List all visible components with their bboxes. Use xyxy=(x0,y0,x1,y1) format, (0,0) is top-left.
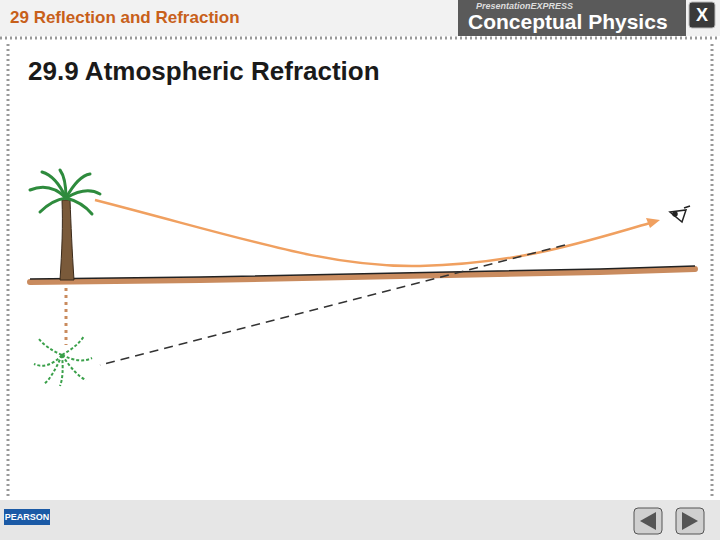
publisher-name: PEARSON xyxy=(5,512,50,522)
sight-line xyxy=(100,245,565,365)
frond xyxy=(40,198,66,212)
publisher-logo xyxy=(4,509,50,525)
palm-trunk xyxy=(60,200,74,280)
eye-outline xyxy=(670,210,686,222)
frond xyxy=(60,355,63,386)
close-button xyxy=(689,2,715,28)
frond xyxy=(38,338,62,355)
next-button xyxy=(676,508,704,534)
right-dotted-border xyxy=(711,44,714,498)
next-arrow xyxy=(682,512,698,530)
close-label: X xyxy=(696,5,708,26)
image-fronds xyxy=(34,336,92,386)
frond xyxy=(66,198,92,214)
back-arrow xyxy=(640,512,656,530)
header-rule xyxy=(0,37,720,40)
frond xyxy=(60,170,66,198)
logo-small-text: PresentationEXPRESS xyxy=(476,1,573,11)
pupil xyxy=(673,212,677,216)
header-bar xyxy=(0,0,720,36)
back-button xyxy=(634,508,662,534)
image-trunk xyxy=(65,288,68,345)
frond xyxy=(44,355,62,384)
ground-edge xyxy=(30,266,695,279)
ground xyxy=(30,269,695,282)
chapter-header: 29 Reflection and Refraction xyxy=(10,8,240,28)
ray-arrowhead xyxy=(646,218,660,228)
palm-fronds xyxy=(30,170,100,214)
frond xyxy=(66,191,100,198)
frond xyxy=(62,355,92,360)
refracted-ray xyxy=(95,200,650,266)
frond xyxy=(62,336,84,355)
left-dotted-border xyxy=(7,44,10,498)
frond xyxy=(34,355,62,366)
logo-title: Conceptual Physics xyxy=(468,10,668,34)
logo-box xyxy=(458,0,686,36)
nav-buttons xyxy=(634,508,704,534)
lash xyxy=(684,206,690,208)
slide-title: 29.9 Atmospheric Refraction xyxy=(28,56,380,87)
footer-bar xyxy=(0,500,720,540)
eye xyxy=(670,206,690,222)
